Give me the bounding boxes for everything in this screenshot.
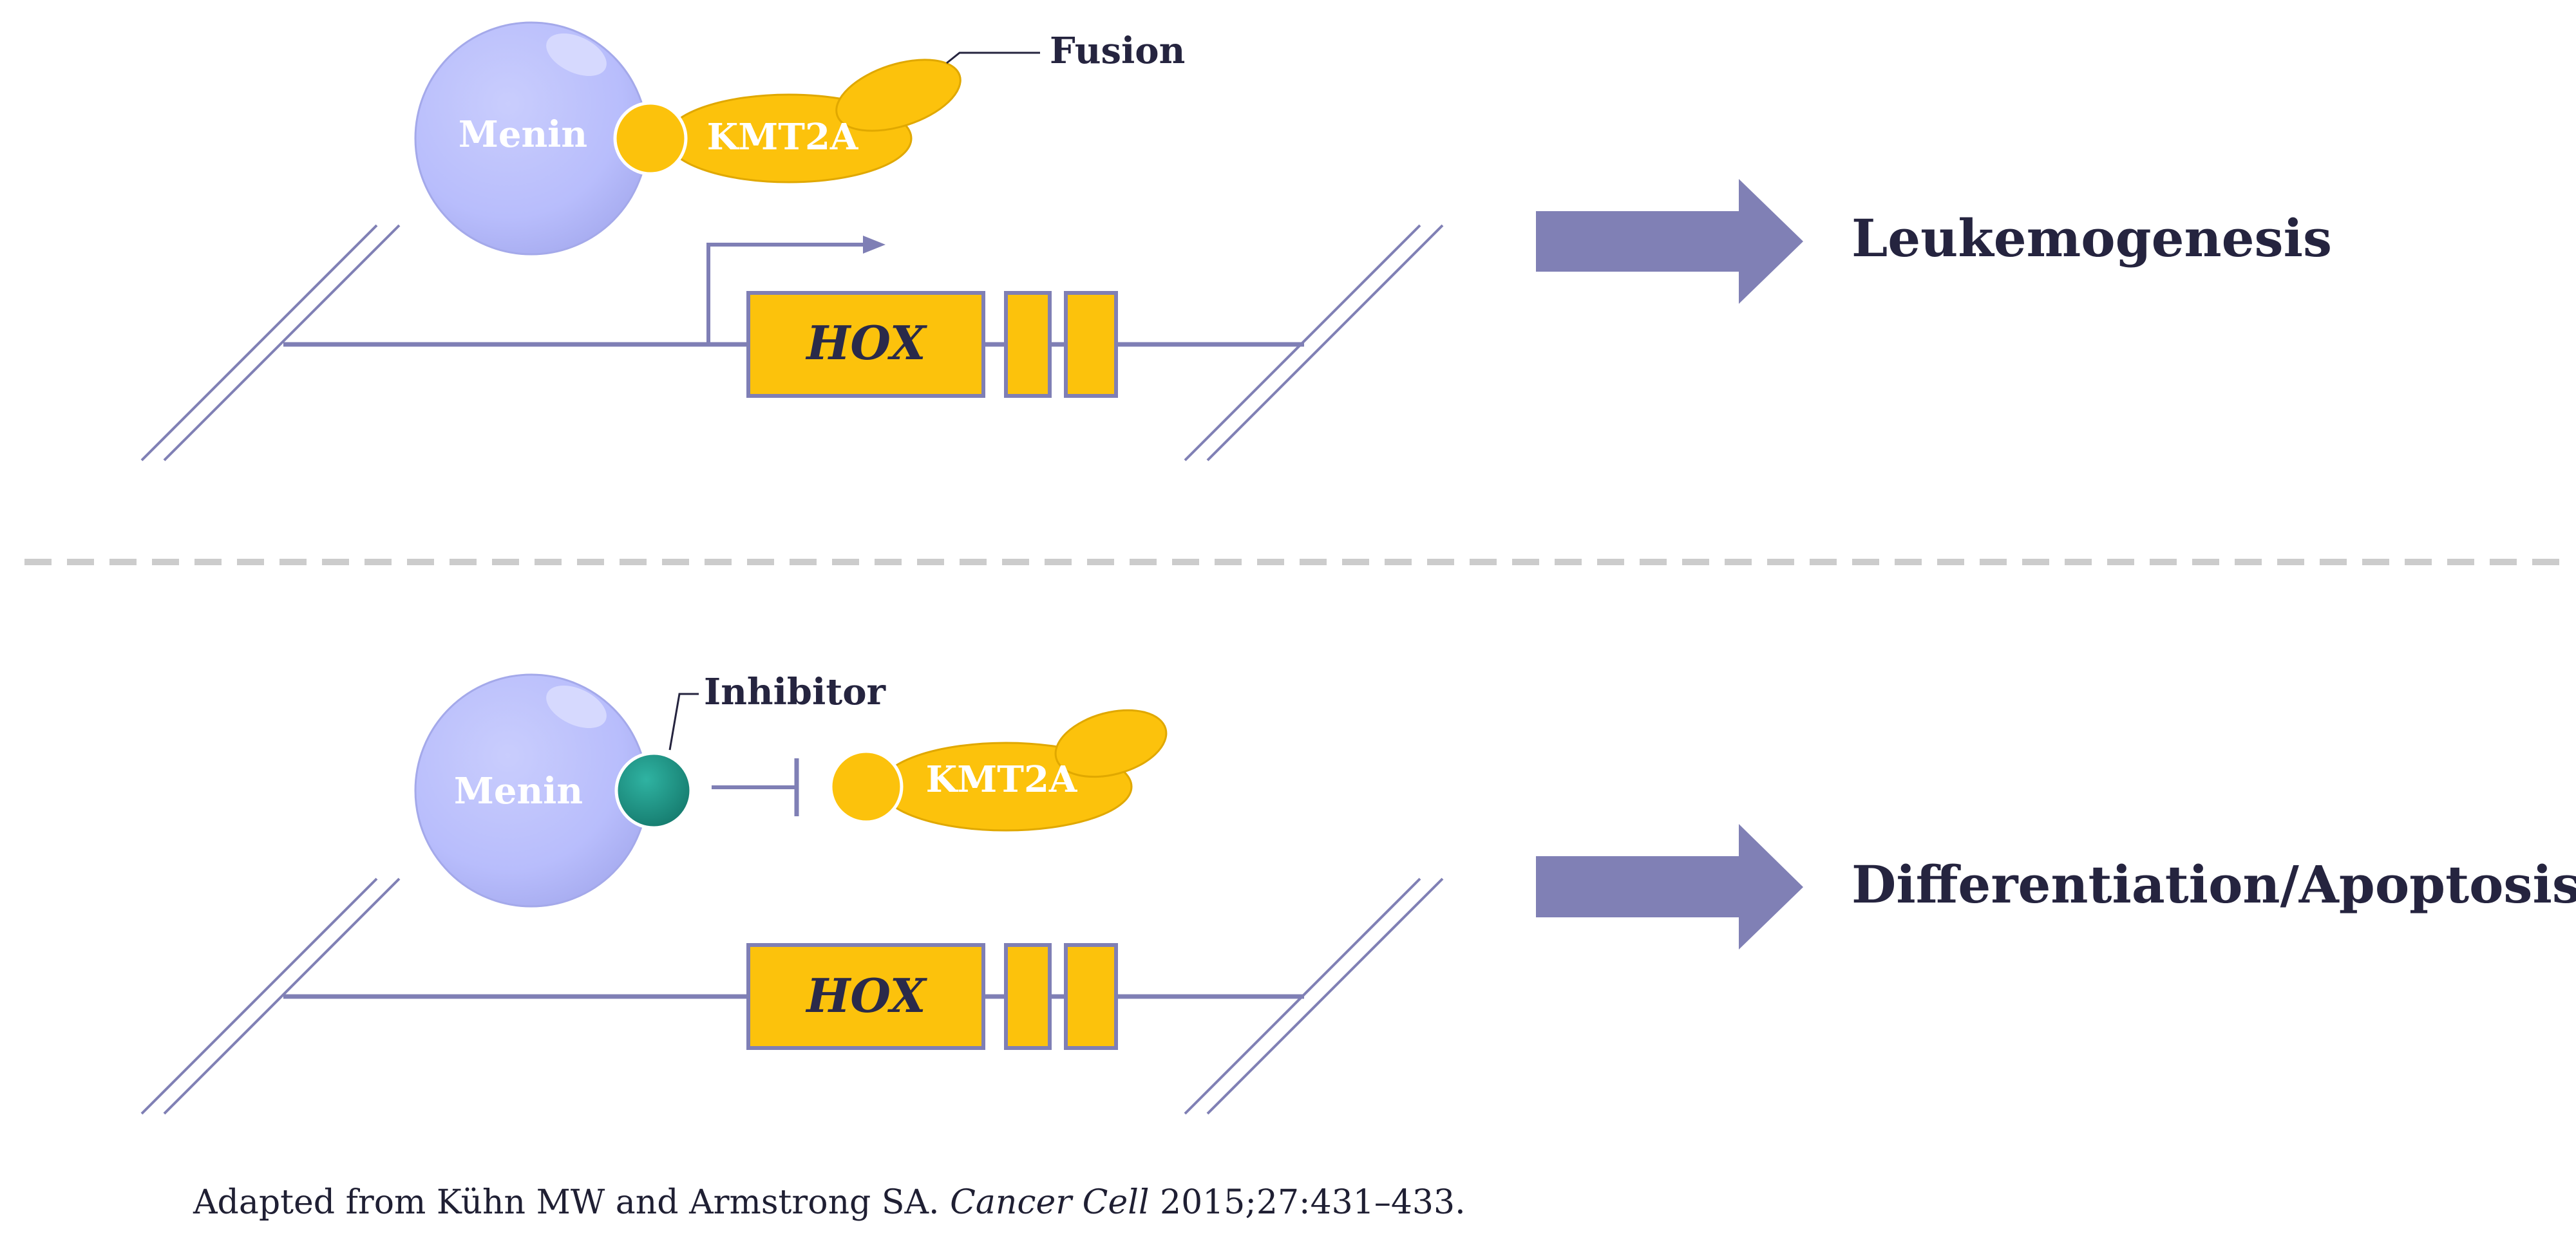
fusion-label: Fusion [1050, 30, 1185, 72]
exon-small-1-top [1004, 291, 1052, 398]
kmt2a-nterm-top [613, 101, 688, 176]
outcome-arrow-bottom [1536, 824, 1803, 950]
fusion-partner-blob [835, 59, 961, 132]
citation: Adapted from Kühn MW and Armstrong SA. C… [193, 1183, 1466, 1222]
exon-small-2-bottom [1064, 943, 1118, 1050]
menin-label-bottom: Menin [454, 770, 583, 812]
citation-journal: Cancer Cell [950, 1183, 1150, 1222]
outcome-differentiation-apoptosis: Differentiation/Apoptosis [1852, 854, 2576, 915]
menin-label-top: Menin [459, 113, 587, 156]
kmt2a-nterm-bottom [829, 749, 904, 824]
hox-exon-main-bottom [746, 943, 985, 1050]
inhibitor-callout-line [668, 693, 699, 751]
citation-prefix: Adapted from Kühn MW and Armstrong SA. [193, 1183, 951, 1222]
exon-small-1-bottom [1004, 943, 1052, 1050]
kmt2a-label-bottom: KMT2A [926, 758, 1078, 801]
menin-highlight-bottom [546, 685, 607, 729]
hox-label-bottom: HOX [805, 968, 927, 1023]
exon-small-2-top [1064, 291, 1118, 398]
transcription-arrow [706, 243, 863, 344]
hox-exon-main-top [746, 291, 985, 398]
top-panel: HOX Menin KMT2A Fusion Leukemogenesis [140, 21, 2332, 462]
dna-break-left-bottom [140, 877, 401, 1115]
bottom-panel: HOX Menin Inhibitor KMT2A Differentiatio… [140, 671, 2576, 1115]
kmt2a-label-top: KMT2A [707, 116, 859, 158]
inhibitor-label: Inhibitor [704, 671, 887, 713]
menin-highlight-top [546, 33, 607, 77]
inhibitor-molecule [614, 751, 693, 830]
transcription-arrowhead [863, 236, 886, 254]
outcome-leukemogenesis: Leukemogenesis [1852, 208, 2332, 268]
dna-break-left-top [140, 224, 401, 462]
kmt2a-cterm-blob [1054, 709, 1168, 778]
outcome-arrow-top [1536, 179, 1803, 304]
fusion-callout-line [946, 51, 1040, 64]
hox-label-top: HOX [805, 315, 927, 370]
citation-suffix: 2015;27:431–433. [1149, 1183, 1466, 1222]
